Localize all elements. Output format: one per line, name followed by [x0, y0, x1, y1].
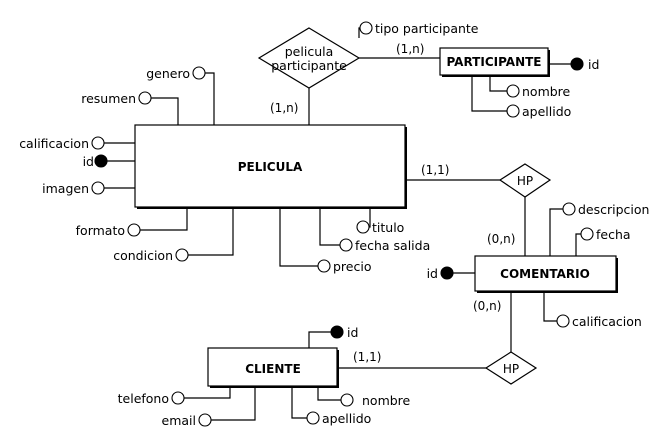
- attr-tipo-participante: tipo participante: [375, 21, 479, 36]
- relationship-pelicula-participante: pelicula participante: [257, 27, 361, 89]
- attribute-circle-icon: [91, 181, 105, 195]
- entity-cliente: CLIENTE: [207, 347, 339, 388]
- attribute-circle-icon: [506, 104, 520, 118]
- key-circle-icon: [440, 266, 454, 280]
- attr-resumen: resumen: [81, 91, 136, 106]
- cardinality-cliente-hp: (1,1): [353, 350, 381, 364]
- entity-label: PELICULA: [238, 160, 303, 174]
- attribute-labels: tipo participante id nombre apellido gen…: [19, 21, 649, 428]
- entity-pelicula: PELICULA: [134, 124, 407, 209]
- cardinality-hp-pelicula: (1,1): [421, 163, 449, 177]
- attribute-circle-icon: [91, 136, 105, 150]
- cardinality-labels: (1,n) (1,n) (1,1) (0,n) (0,n) (1,1): [270, 42, 515, 364]
- attribute-markers: [91, 21, 594, 427]
- attr-pelicula-id: id: [83, 154, 94, 169]
- relationship-label-line1: pelicula: [285, 44, 334, 59]
- attr-participante-nombre: nombre: [522, 84, 571, 99]
- key-circle-icon: [330, 325, 344, 339]
- attr-precio: precio: [333, 259, 371, 274]
- key-circle-icon: [570, 57, 584, 71]
- attr-participante-id: id: [588, 57, 599, 72]
- attribute-circle-icon: [340, 393, 354, 407]
- attribute-circle-icon: [562, 202, 576, 216]
- attribute-circle-icon: [198, 413, 212, 427]
- attribute-circle-icon: [556, 314, 570, 328]
- attr-cliente-apellido: apellido: [322, 411, 371, 426]
- cardinality-comentario-lower: (0,n): [473, 299, 501, 313]
- attribute-circle-icon: [171, 391, 185, 405]
- attr-calificacion: calificacion: [19, 136, 89, 151]
- attr-comentario-calificacion: calificacion: [572, 314, 642, 329]
- attr-imagen: imagen: [42, 181, 89, 196]
- relationship-label: HP: [517, 174, 533, 188]
- attribute-circle-icon: [339, 238, 353, 252]
- attribute-circle-icon: [127, 223, 141, 237]
- attr-email: email: [162, 413, 196, 428]
- attr-telefono: telefono: [118, 391, 169, 406]
- attr-genero: genero: [146, 66, 190, 81]
- attribute-circle-icon: [317, 259, 331, 273]
- entity-comentario: COMENTARIO: [474, 255, 618, 293]
- attr-condicion: condicion: [113, 248, 173, 263]
- relationship-label: HP: [503, 362, 519, 376]
- relationship-hp-comentario: HP: [498, 163, 552, 198]
- attr-participante-apellido: apellido: [522, 104, 571, 119]
- relationship-label-line2: participante: [271, 58, 347, 73]
- attr-fecha-salida: fecha salida: [355, 238, 430, 253]
- relationship-hp-cliente: HP: [484, 351, 538, 385]
- attribute-circle-icon: [356, 220, 370, 234]
- attr-formato: formato: [76, 223, 125, 238]
- attribute-circle-icon: [192, 66, 206, 80]
- attr-cliente-nombre: nombre: [362, 393, 411, 408]
- key-circle-icon: [94, 154, 108, 168]
- entity-label: PARTICIPANTE: [446, 55, 541, 69]
- attribute-circle-icon: [175, 248, 189, 262]
- attribute-circle-icon: [359, 21, 373, 35]
- entity-label: CLIENTE: [245, 362, 301, 376]
- cardinality-rel-pelicula: (1,n): [270, 101, 298, 115]
- attribute-circle-icon: [580, 227, 594, 241]
- attribute-circle-icon: [306, 411, 320, 425]
- cardinality-hp-comentario: (0,n): [487, 232, 515, 246]
- attr-comentario-id: id: [427, 266, 438, 281]
- attr-descripcion: descripcion: [578, 202, 649, 217]
- attribute-circle-icon: [506, 84, 520, 98]
- attr-cliente-id: id: [347, 325, 358, 340]
- entity-label: COMENTARIO: [500, 267, 590, 281]
- connector-lines: [103, 27, 581, 421]
- attr-fecha: fecha: [596, 227, 631, 242]
- attr-titulo: titulo: [372, 220, 404, 235]
- attribute-circle-icon: [138, 91, 152, 105]
- cardinality-rel-participante: (1,n): [396, 42, 424, 56]
- entity-participante: PARTICIPANTE: [439, 47, 550, 77]
